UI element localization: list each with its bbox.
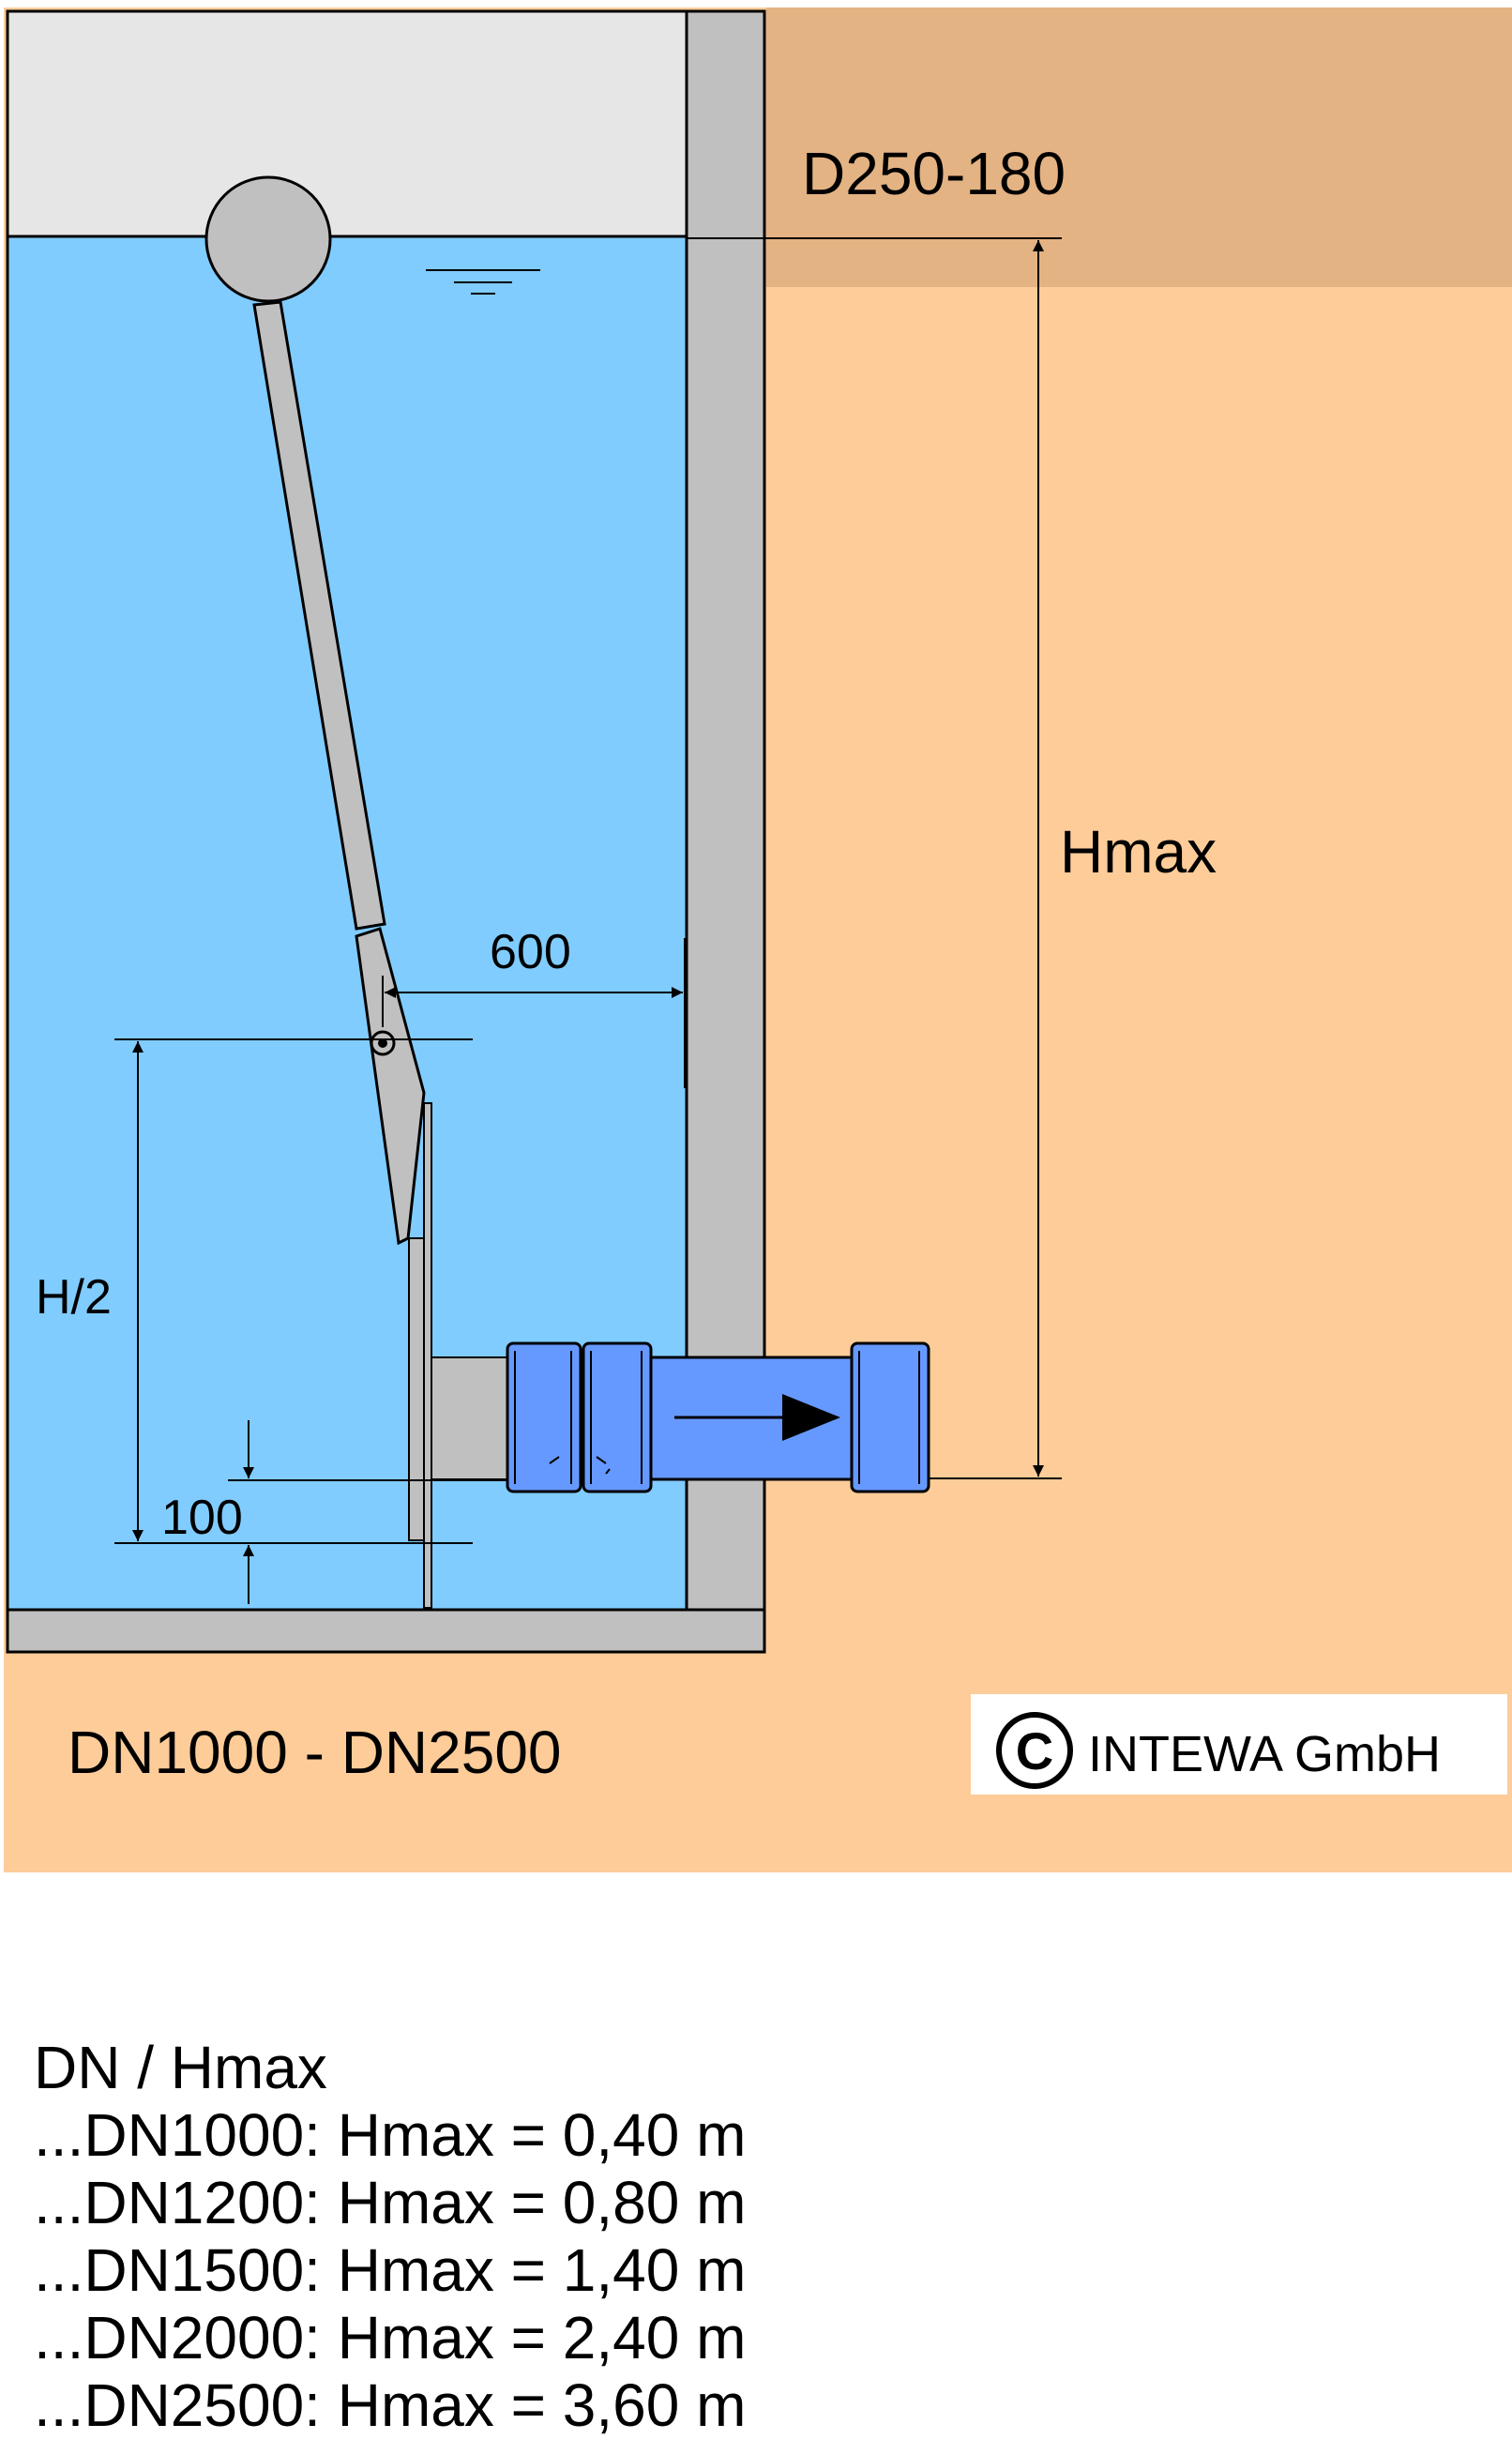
water-level-icon [426, 269, 540, 295]
copyright-icon: C [996, 1712, 1073, 1789]
offset-label: 600 [490, 925, 571, 979]
bottom-offset-dimension [228, 1420, 507, 1604]
hmax-dimension [687, 237, 1062, 1479]
hmax-label: Hmax [1060, 818, 1217, 886]
copyright-label: INTEWA GmbH [1088, 1726, 1441, 1782]
table-row: ...DN2500: Hmax = 3,60 m [34, 2371, 747, 2439]
shaft-floor [6, 1608, 766, 1654]
air-space [6, 9, 688, 238]
cover-class-label: D250-180 [802, 140, 1066, 207]
flow-arrow-icon [674, 1394, 840, 1441]
half-height-dimension [114, 1038, 473, 1544]
bottom-offset-label: 100 [161, 1491, 243, 1545]
hmax-table: DN / Hmax ...DN1000: Hmax = 0,40 m ...DN… [34, 2034, 746, 2439]
svg-text:C: C [1016, 1721, 1053, 1780]
half-height-label: H/2 [36, 1270, 112, 1325]
table-row: ...DN1200: Hmax = 0,80 m [34, 2169, 747, 2236]
shaft-cross-section-diagram: D250-180 Hmax 600 H/2 100 DN1000 - DN250… [4, 8, 1512, 1872]
table-title: DN / Hmax [34, 2034, 327, 2101]
float-ball [204, 175, 332, 303]
topsoil-layer [766, 8, 1512, 287]
offset-dimension [382, 938, 686, 1088]
table-row: ...DN2000: Hmax = 2,40 m [34, 2304, 747, 2371]
table-row: ...DN1000: Hmax = 0,40 m [34, 2101, 747, 2169]
float-arm [252, 300, 426, 1246]
outlet-pipe [506, 1341, 930, 1493]
pipe-sleeve [430, 1356, 508, 1480]
overflow-plate [408, 1102, 432, 1609]
table-row: ...DN1500: Hmax = 1,40 m [34, 2236, 747, 2304]
dn-range-label: DN1000 - DN2500 [68, 1719, 562, 1786]
copyright-box: C INTEWA GmbH [971, 1694, 1507, 1795]
